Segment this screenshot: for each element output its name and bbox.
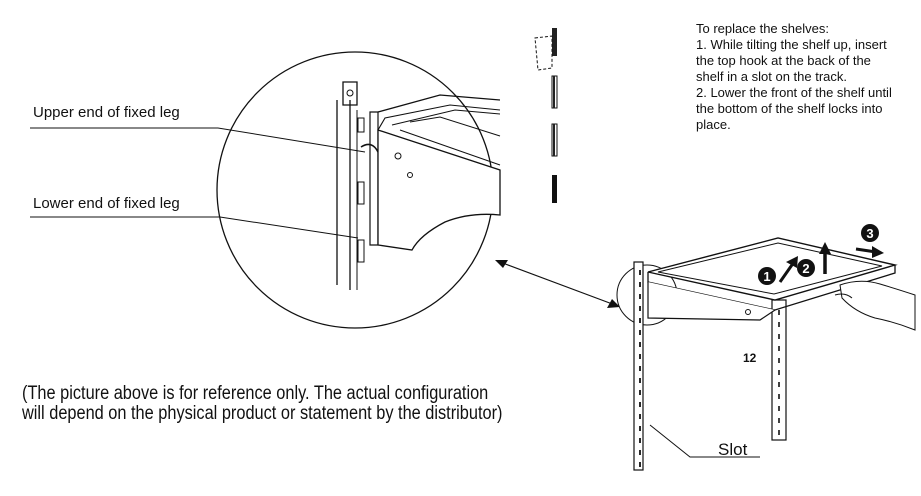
instruction-step-1: 1. While tilting the shelf up, insert th… [696,37,887,84]
instructions: To replace the shelves: 1. While tilting… [696,21,896,133]
upper-leg-label: Upper end of fixed leg [33,104,180,121]
step-3-marker: 3 [855,224,884,258]
lower-leg-leader [30,216,359,239]
step-2-marker: 2 [797,242,831,277]
slot-label: Slot [718,440,748,459]
instructions-heading: To replace the shelves: [696,21,829,36]
reference-note-line-2: will depend on the physical product or s… [22,403,503,424]
reference-note-line-1: (The picture above is for reference only… [22,383,489,404]
reference-note: (The picture above is for reference only… [22,384,502,424]
upper-leg-leader [30,127,366,153]
page-number: 12 [743,351,757,365]
detail-magnifier [216,51,501,329]
detail-link-arrow [495,260,620,308]
track-illustration [534,28,558,203]
svg-text:2: 2 [802,261,809,276]
svg-text:1: 1 [763,269,770,284]
instruction-step-2: 2. Lower the front of the shelf until th… [696,85,892,132]
slot-leader [649,424,760,458]
lower-leg-label: Lower end of fixed leg [33,195,180,212]
step-1-marker: 1 [758,256,798,285]
svg-text:3: 3 [866,226,873,241]
